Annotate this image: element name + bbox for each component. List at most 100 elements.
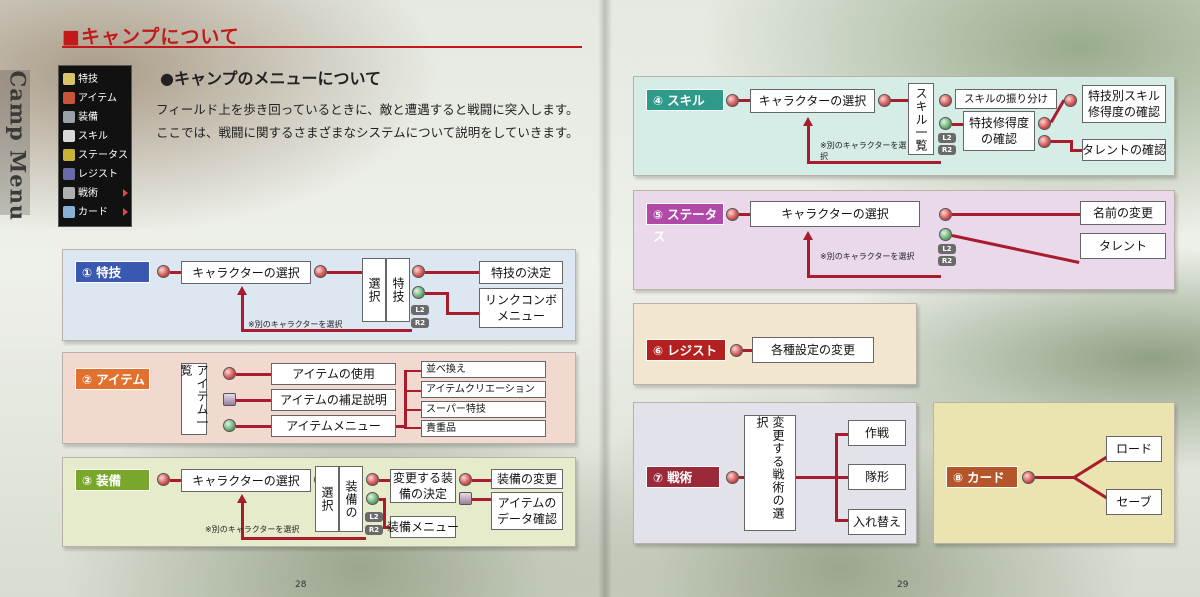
l2-button-icon: L2 bbox=[411, 305, 429, 315]
triangle-button-icon bbox=[939, 117, 952, 130]
talent-check-node: タレントの確認 bbox=[1082, 139, 1166, 161]
page-number-right: 29 bbox=[897, 580, 909, 590]
section-title: ■キャンプについて bbox=[62, 26, 240, 48]
circle-button-icon bbox=[939, 208, 952, 221]
circle-button-icon bbox=[726, 208, 739, 221]
menu-item-tactics: 戦術 bbox=[63, 184, 98, 202]
arrow-up-icon bbox=[803, 117, 813, 126]
triangle-button-icon bbox=[412, 286, 425, 299]
load-node: ロード bbox=[1106, 436, 1162, 462]
item-list-node: アイテム一覧 bbox=[179, 363, 209, 435]
menu-item-status: ステータス bbox=[63, 146, 128, 164]
chevron-right-icon bbox=[123, 208, 128, 216]
r2-button-icon: R2 bbox=[411, 318, 429, 328]
item-info-node: アイテムの補足説明 bbox=[271, 389, 396, 411]
skill-distribute-node: スキルの振り分け bbox=[955, 89, 1057, 109]
tokugi-decide-node: 特技の決定 bbox=[479, 261, 563, 284]
circle-button-icon bbox=[878, 94, 891, 107]
menu-item-item: アイテム bbox=[63, 89, 117, 107]
resist-icon bbox=[63, 168, 75, 180]
equip-of-node: 装備の bbox=[339, 466, 363, 532]
sub-item-super: スーパー特技 bbox=[421, 401, 546, 418]
triangle-button-icon bbox=[223, 419, 236, 432]
circle-button-icon bbox=[1064, 94, 1077, 107]
note-text: ※別のキャラクターを選択 bbox=[820, 252, 915, 261]
mastery-check-node: 特技修得度の確認 bbox=[963, 111, 1035, 151]
square-button-icon bbox=[459, 492, 472, 505]
item-data-check-node: アイテムのデータ確認 bbox=[491, 492, 563, 530]
r2-button-icon: R2 bbox=[938, 256, 956, 266]
skill-icon bbox=[63, 130, 75, 142]
menu-item-tokugi: 特技 bbox=[63, 70, 98, 88]
r2-button-icon: R2 bbox=[938, 145, 956, 155]
camp-menu-screenshot: 特技 アイテム 装備 スキル ステータス レジスト 戦術 カード bbox=[58, 65, 132, 227]
equip-change-node: 装備の変更 bbox=[491, 469, 563, 489]
arrow-up-icon bbox=[803, 231, 813, 240]
char-select-node: キャラクターの選択 bbox=[750, 89, 875, 113]
tactics-icon bbox=[63, 187, 75, 199]
equip-decide-node: 変更する装備の決定 bbox=[390, 469, 456, 503]
l2-button-icon: L2 bbox=[938, 133, 956, 143]
skill-list-node: スキル一覧 bbox=[908, 83, 934, 155]
circle-button-icon bbox=[412, 265, 425, 278]
side-tab bbox=[0, 70, 30, 215]
arrow-up-icon bbox=[237, 286, 247, 295]
save-node: セーブ bbox=[1106, 489, 1162, 515]
char-select-node: キャラクターの選択 bbox=[750, 201, 920, 227]
square-button-icon bbox=[223, 393, 236, 406]
card-icon bbox=[63, 206, 75, 218]
circle-button-icon bbox=[1038, 135, 1051, 148]
char-select-node: キャラクターの選択 bbox=[181, 261, 311, 284]
talent-node: タレント bbox=[1080, 233, 1166, 259]
circle-button-icon bbox=[223, 367, 236, 380]
subheading: ●キャンプのメニューについて bbox=[160, 69, 382, 88]
item-menu-node: アイテムメニュー bbox=[271, 415, 396, 437]
settings-change-node: 各種設定の変更 bbox=[752, 337, 874, 363]
circle-button-icon bbox=[726, 471, 739, 484]
circle-button-icon bbox=[459, 473, 472, 486]
circle-button-icon bbox=[939, 94, 952, 107]
triangle-button-icon bbox=[366, 492, 379, 505]
sub-item-sort: 並べ換え bbox=[421, 361, 546, 378]
select-node: 選択 bbox=[362, 258, 386, 322]
tactics-select-node: 変更する戦術の選択 bbox=[744, 415, 796, 531]
menu-item-equip: 装備 bbox=[63, 108, 98, 126]
skill-by-tokugi-node: 特技別スキル修得度の確認 bbox=[1082, 85, 1166, 123]
menu-item-resist: レジスト bbox=[63, 165, 118, 183]
strategy-node: 作戦 bbox=[848, 420, 906, 446]
r2-button-icon: R2 bbox=[365, 525, 383, 535]
swap-node: 入れ替え bbox=[848, 509, 906, 535]
link-combo-node: リンクコンボメニュー bbox=[479, 288, 563, 328]
arrow-up-icon bbox=[237, 494, 247, 503]
triangle-button-icon bbox=[939, 228, 952, 241]
circle-button-icon bbox=[730, 344, 743, 357]
circle-button-icon bbox=[1038, 117, 1051, 130]
circle-button-icon bbox=[314, 265, 327, 278]
note-text: ※別のキャラクターを選択 bbox=[205, 525, 300, 534]
name-change-node: 名前の変更 bbox=[1080, 201, 1166, 225]
intro-paragraph: フィールド上を歩き回っているときに、敵と遭遇すると戦闘に突入します。ここでは、戦… bbox=[156, 102, 579, 140]
page-number-left: 28 bbox=[295, 580, 307, 590]
circle-button-icon bbox=[366, 473, 379, 486]
chevron-right-icon bbox=[123, 189, 128, 197]
note-text: ※別のキャラクターを選択 bbox=[820, 141, 907, 161]
status-icon bbox=[63, 149, 75, 161]
l2-button-icon: L2 bbox=[938, 244, 956, 254]
tokugi-node: 特技 bbox=[386, 258, 410, 322]
bag-icon bbox=[63, 92, 75, 104]
circle-button-icon bbox=[1022, 471, 1035, 484]
circle-button-icon bbox=[157, 473, 170, 486]
char-select-node: キャラクターの選択 bbox=[181, 469, 311, 492]
